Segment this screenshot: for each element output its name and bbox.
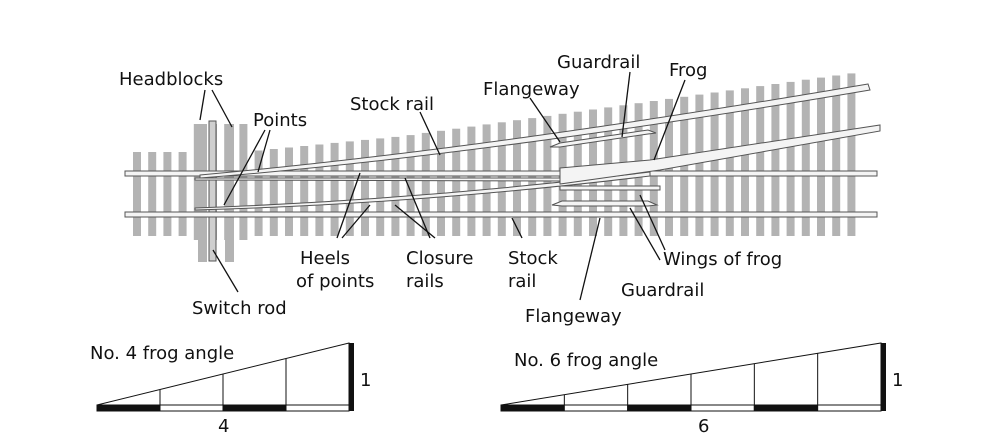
tie — [315, 144, 324, 236]
tie — [741, 88, 749, 236]
label-flangeway-bottom: Flangeway — [525, 306, 622, 327]
tie — [193, 124, 202, 240]
frog-angle-figure-4 — [96, 342, 354, 412]
tie — [163, 152, 172, 236]
tie — [376, 138, 385, 236]
label-frog: Frog — [669, 60, 708, 81]
frog-angle-scale-segment — [500, 404, 565, 412]
label-heels-line1: Heels — [300, 248, 350, 269]
tie — [452, 128, 461, 236]
tie — [421, 132, 430, 236]
label-stock-rail-bottom-line2: rail — [508, 271, 536, 292]
tie — [771, 84, 780, 236]
label-stock-rail-bottom-line1: Stock — [508, 248, 558, 269]
frog-angle-scale-segment — [285, 404, 350, 412]
label-closure-line2: rails — [406, 271, 444, 292]
tie — [437, 130, 445, 236]
tie — [285, 147, 293, 236]
tie — [725, 90, 734, 237]
tie — [695, 94, 704, 236]
tie — [361, 139, 369, 236]
tie — [710, 92, 719, 236]
diverging-stock-rail — [199, 83, 871, 179]
tie — [239, 124, 248, 240]
tie — [148, 152, 157, 236]
tie — [133, 152, 141, 236]
tie — [817, 77, 825, 236]
closure-rail-straight — [194, 177, 561, 182]
tie — [345, 141, 354, 236]
tie — [847, 73, 856, 237]
frog-angle-scale-segment — [817, 404, 882, 412]
tie — [467, 126, 476, 236]
label-switch-rod: Switch rod — [192, 298, 287, 319]
frog-angle-run-6: 6 — [698, 416, 709, 437]
tie — [406, 135, 415, 236]
tie — [391, 136, 400, 236]
tie — [269, 149, 278, 236]
frog-angle-scale-segment — [627, 404, 692, 412]
frog-angle-scale-segment — [159, 404, 224, 412]
frog-angle-rise-bar — [349, 343, 354, 411]
label-points: Points — [253, 110, 307, 131]
stock-rail-bottom — [124, 211, 878, 218]
label-stock-rail-top: Stock rail — [350, 94, 434, 115]
label-closure-line1: Closure — [406, 248, 473, 269]
tie — [300, 146, 309, 236]
headblock-tie — [225, 124, 234, 262]
frog-angle-scale-segment — [222, 404, 287, 412]
tie — [786, 81, 795, 237]
frog-angle-diagrams: No. 4 frog angle 1 4 No. 6 frog angle 1 … — [90, 342, 903, 437]
frog-angle-title-4: No. 4 frog angle — [90, 343, 234, 364]
headblock-tie — [198, 124, 207, 262]
tie — [680, 96, 689, 236]
label-headblocks: Headblocks — [119, 69, 223, 90]
leader-lines — [199, 71, 686, 301]
wing-rail — [559, 185, 661, 191]
tie — [330, 142, 339, 236]
frog-angle-rise-6: 1 — [892, 370, 903, 391]
frog — [559, 124, 881, 185]
frog-angle-figure-6 — [500, 342, 886, 412]
label-wings-of-frog: Wings of frog — [663, 249, 782, 270]
frog-angle-rise-bar — [881, 343, 886, 411]
tie — [254, 150, 263, 236]
frog-angle-rise-4: 1 — [360, 370, 371, 391]
frog-angle-scale-segment — [753, 404, 819, 412]
label-heels-line2: of points — [296, 271, 374, 292]
guardrail-bottom — [551, 200, 659, 207]
frog-angle-title-6: No. 6 frog angle — [514, 350, 658, 371]
closure-rail-curved — [194, 171, 651, 211]
ties — [133, 73, 856, 262]
frog-angle-scale-segment — [690, 404, 755, 412]
guardrail-top — [549, 129, 657, 148]
frog-angle-scale-segment — [96, 404, 161, 412]
frog-angle-run-4: 4 — [218, 416, 229, 437]
switch-rod — [208, 120, 217, 262]
tie — [756, 86, 765, 236]
label-guardrail-bottom: Guardrail — [621, 280, 704, 301]
frog-angle-scale-segment — [563, 404, 629, 412]
tie — [801, 79, 810, 236]
stock-rail-top — [124, 170, 878, 177]
tie — [178, 152, 187, 236]
label-guardrail-top: Guardrail — [557, 52, 640, 73]
tie — [832, 75, 841, 236]
label-flangeway-top: Flangeway — [483, 79, 580, 100]
tie — [528, 118, 537, 236]
